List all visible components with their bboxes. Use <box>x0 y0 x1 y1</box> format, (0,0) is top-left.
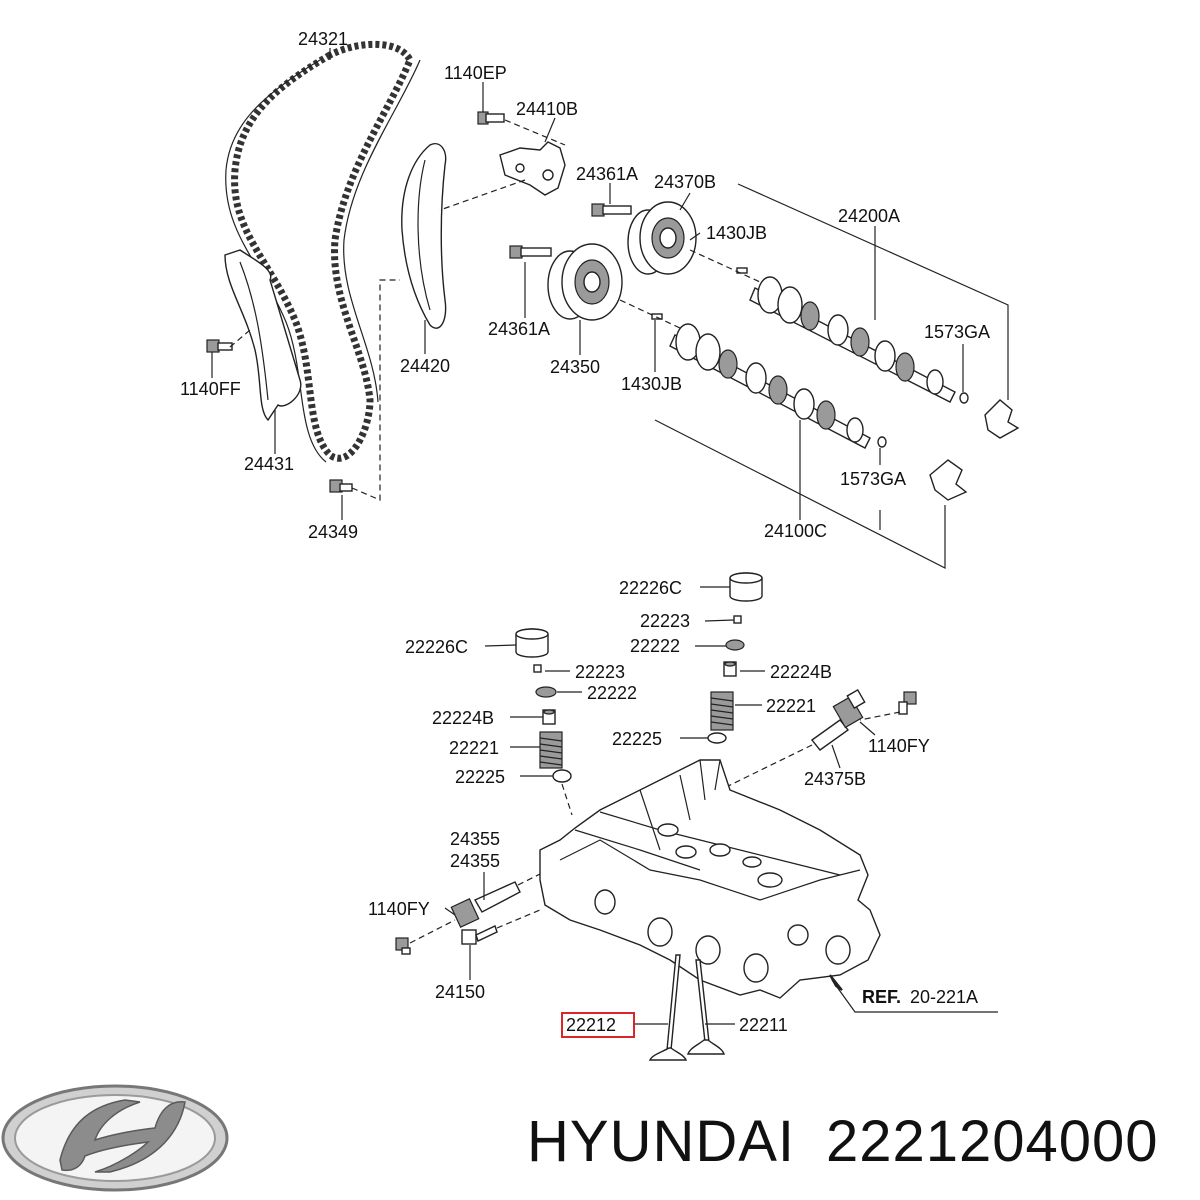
label-22221-right: 22221 <box>766 696 816 716</box>
timing-chain <box>225 40 421 463</box>
label-1573GA-bot: 1573GA <box>840 469 906 489</box>
brand-name: HYUNDAI <box>527 1109 795 1174</box>
label-24150: 24150 <box>435 982 485 1002</box>
bolt-1140FF <box>206 339 233 353</box>
target-wheel-lower <box>929 459 968 501</box>
label-22212: 22212 <box>566 1015 616 1035</box>
label-22221-left: 22221 <box>449 738 499 758</box>
label-22223-left: 22223 <box>575 662 625 682</box>
label-1140FY-left: 1140FY <box>368 899 430 919</box>
tappet-22226C-left <box>515 628 549 658</box>
label-22211: 22211 <box>739 1015 788 1035</box>
label-1573GA-top: 1573GA <box>924 322 990 342</box>
label-24200A: 24200A <box>838 206 900 226</box>
label-1430JB-top: 1430JB <box>706 223 767 243</box>
camshaft-24200A <box>749 276 956 403</box>
label-24355-b: 24355 <box>450 851 500 871</box>
label-24350: 24350 <box>550 357 600 377</box>
ref-arrow-icon <box>829 974 843 991</box>
valve-22212 <box>648 954 688 1061</box>
bolt-24361A-upper <box>591 203 632 217</box>
seal-1573GA-upper <box>959 392 969 404</box>
label-24410B: 24410B <box>516 99 578 119</box>
keeper-22223-left <box>533 664 542 673</box>
valve-spring-22221-left <box>539 731 563 769</box>
valve-spring-22221-right <box>710 691 734 731</box>
label-24100C: 24100C <box>764 521 827 541</box>
label-24349: 24349 <box>308 522 358 542</box>
spring-seat-22225-left <box>552 769 572 783</box>
bolt-24361A-lower <box>509 245 552 259</box>
label-ref-number: 20-221A <box>910 987 978 1007</box>
label-24361A-bot: 24361A <box>488 319 550 339</box>
label-1140FY-right: 1140FY <box>868 736 930 756</box>
oil-control-valve-24375B <box>810 688 866 751</box>
bracket-24410B <box>499 141 566 196</box>
bolt-1140FY-right <box>898 691 917 715</box>
valve-22211 <box>687 959 725 1055</box>
chain-guide <box>401 143 447 329</box>
label-24355-a: 24355 <box>450 829 500 849</box>
camshaft-24100C <box>669 323 871 449</box>
stem-seal-22224B-right <box>723 661 737 677</box>
filter-24150 <box>461 925 498 945</box>
highlight-box <box>561 1012 635 1038</box>
pin-1430JB-upper <box>736 267 748 274</box>
stem-seal-22224B-left <box>542 709 556 725</box>
label-22222-right: 22222 <box>630 636 680 656</box>
label-24370B: 24370B <box>654 172 716 192</box>
label-22222-left: 22222 <box>587 683 637 703</box>
bolt-24349 <box>329 479 353 493</box>
seal-1573GA-lower <box>877 436 887 448</box>
cvvt-sprocket-24350 <box>547 243 623 321</box>
label-22224B-right: 22224B <box>770 662 832 682</box>
label-24375B: 24375B <box>804 769 866 789</box>
part-labels: 24321 1140EP 24410B 24361A 24370B 1430JB… <box>180 29 990 1035</box>
bolt-1140FY-left <box>395 937 411 955</box>
label-22226C-left: 22226C <box>405 637 468 657</box>
label-24431: 24431 <box>244 454 294 474</box>
tappet-22226C-right <box>729 572 763 602</box>
keeper-22223-right <box>733 615 742 624</box>
label-24361A-top: 24361A <box>576 164 638 184</box>
label-22223-right: 22223 <box>640 611 690 631</box>
retainer-22222-right <box>725 639 745 651</box>
leader-lines <box>211 48 964 1025</box>
retainer-22222-left <box>535 686 557 698</box>
label-1140FF: 1140FF <box>180 379 241 399</box>
label-22225-left: 22225 <box>455 767 505 787</box>
label-1430JB-bot: 1430JB <box>621 374 682 394</box>
tensioner-arm <box>224 249 302 422</box>
cylinder-head <box>539 759 881 999</box>
bolt-1140EP <box>477 111 505 125</box>
hyundai-logo-icon <box>1 1084 229 1192</box>
target-wheel-upper <box>984 399 1020 439</box>
label-22225-right: 22225 <box>612 729 662 749</box>
label-22224B-left: 22224B <box>432 708 494 728</box>
part-number: 2221204000 <box>826 1109 1159 1174</box>
label-24420: 24420 <box>400 356 450 376</box>
label-1140EP: 1140EP <box>444 63 507 83</box>
label-ref: REF. <box>862 987 901 1007</box>
cvvt-sprocket-24370B <box>627 201 697 275</box>
label-22226C-right: 22226C <box>619 578 682 598</box>
pin-1430JB-lower <box>651 313 663 320</box>
oil-control-valve-24355 <box>450 881 521 928</box>
label-24321: 24321 <box>298 29 348 49</box>
spring-seat-22225-right <box>707 732 727 744</box>
